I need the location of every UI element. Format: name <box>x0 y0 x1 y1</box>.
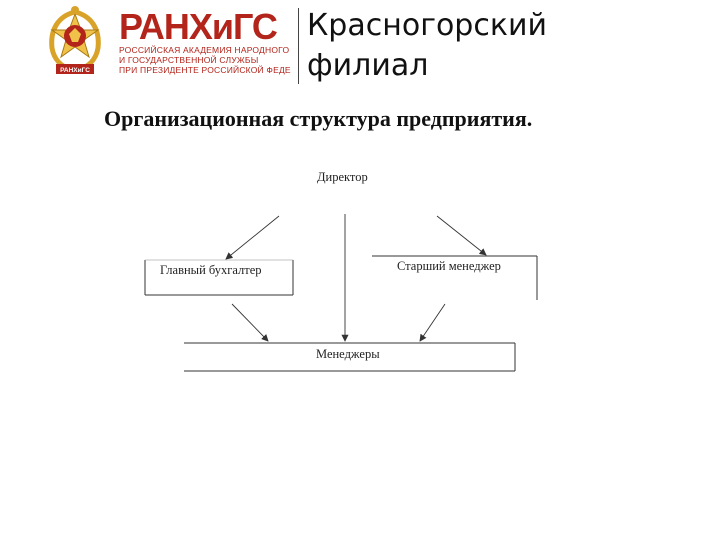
slide-title: Организационная структура предприятия. <box>104 106 533 131</box>
brand-name: РАНХиГС <box>119 6 278 47</box>
chief-accountant-box <box>144 259 294 296</box>
node-senior-manager: Старший менеджер <box>397 259 501 273</box>
branch-line-1: Красногорский <box>307 8 547 43</box>
header-divider <box>298 8 299 84</box>
academy-emblem-icon: РАНХиГС <box>49 6 101 74</box>
brand-sub-line-3: ПРИ ПРЕЗИДЕНТЕ РОССИЙСКОЙ ФЕДЕРАЦИИ <box>119 65 291 75</box>
branch-name: Красногорский филиал <box>307 6 547 86</box>
brand-sub-line-2: И ГОСУДАРСТВЕННОЙ СЛУЖБЫ <box>119 55 259 65</box>
node-director: Директор <box>317 170 368 184</box>
node-managers: Менеджеры <box>316 347 380 361</box>
emblem-ribbon-text: РАНХиГС <box>60 67 90 74</box>
arrow-senior-to-managers <box>419 303 446 342</box>
node-chief-accountant: Главный бухгалтер <box>160 263 262 277</box>
managers-box <box>184 342 516 372</box>
branch-line-2: филиал <box>307 48 429 83</box>
header: РАНХиГС РАНХиГС РОССИЙСКАЯ АКАДЕМИЯ НАРО… <box>0 0 720 95</box>
brand-sub-line-1: РОССИЙСКАЯ АКАДЕМИЯ НАРОДНОГО ХОЗЯЙСТВА <box>119 45 291 55</box>
arrow-director-to-senior <box>436 215 487 256</box>
arrow-accountant-to-managers <box>231 303 269 342</box>
arrow-director-to-accountant <box>225 215 280 260</box>
brand-subtitle: РОССИЙСКАЯ АКАДЕМИЯ НАРОДНОГО ХОЗЯЙСТВА … <box>119 45 291 75</box>
senior-manager-box <box>372 255 538 300</box>
